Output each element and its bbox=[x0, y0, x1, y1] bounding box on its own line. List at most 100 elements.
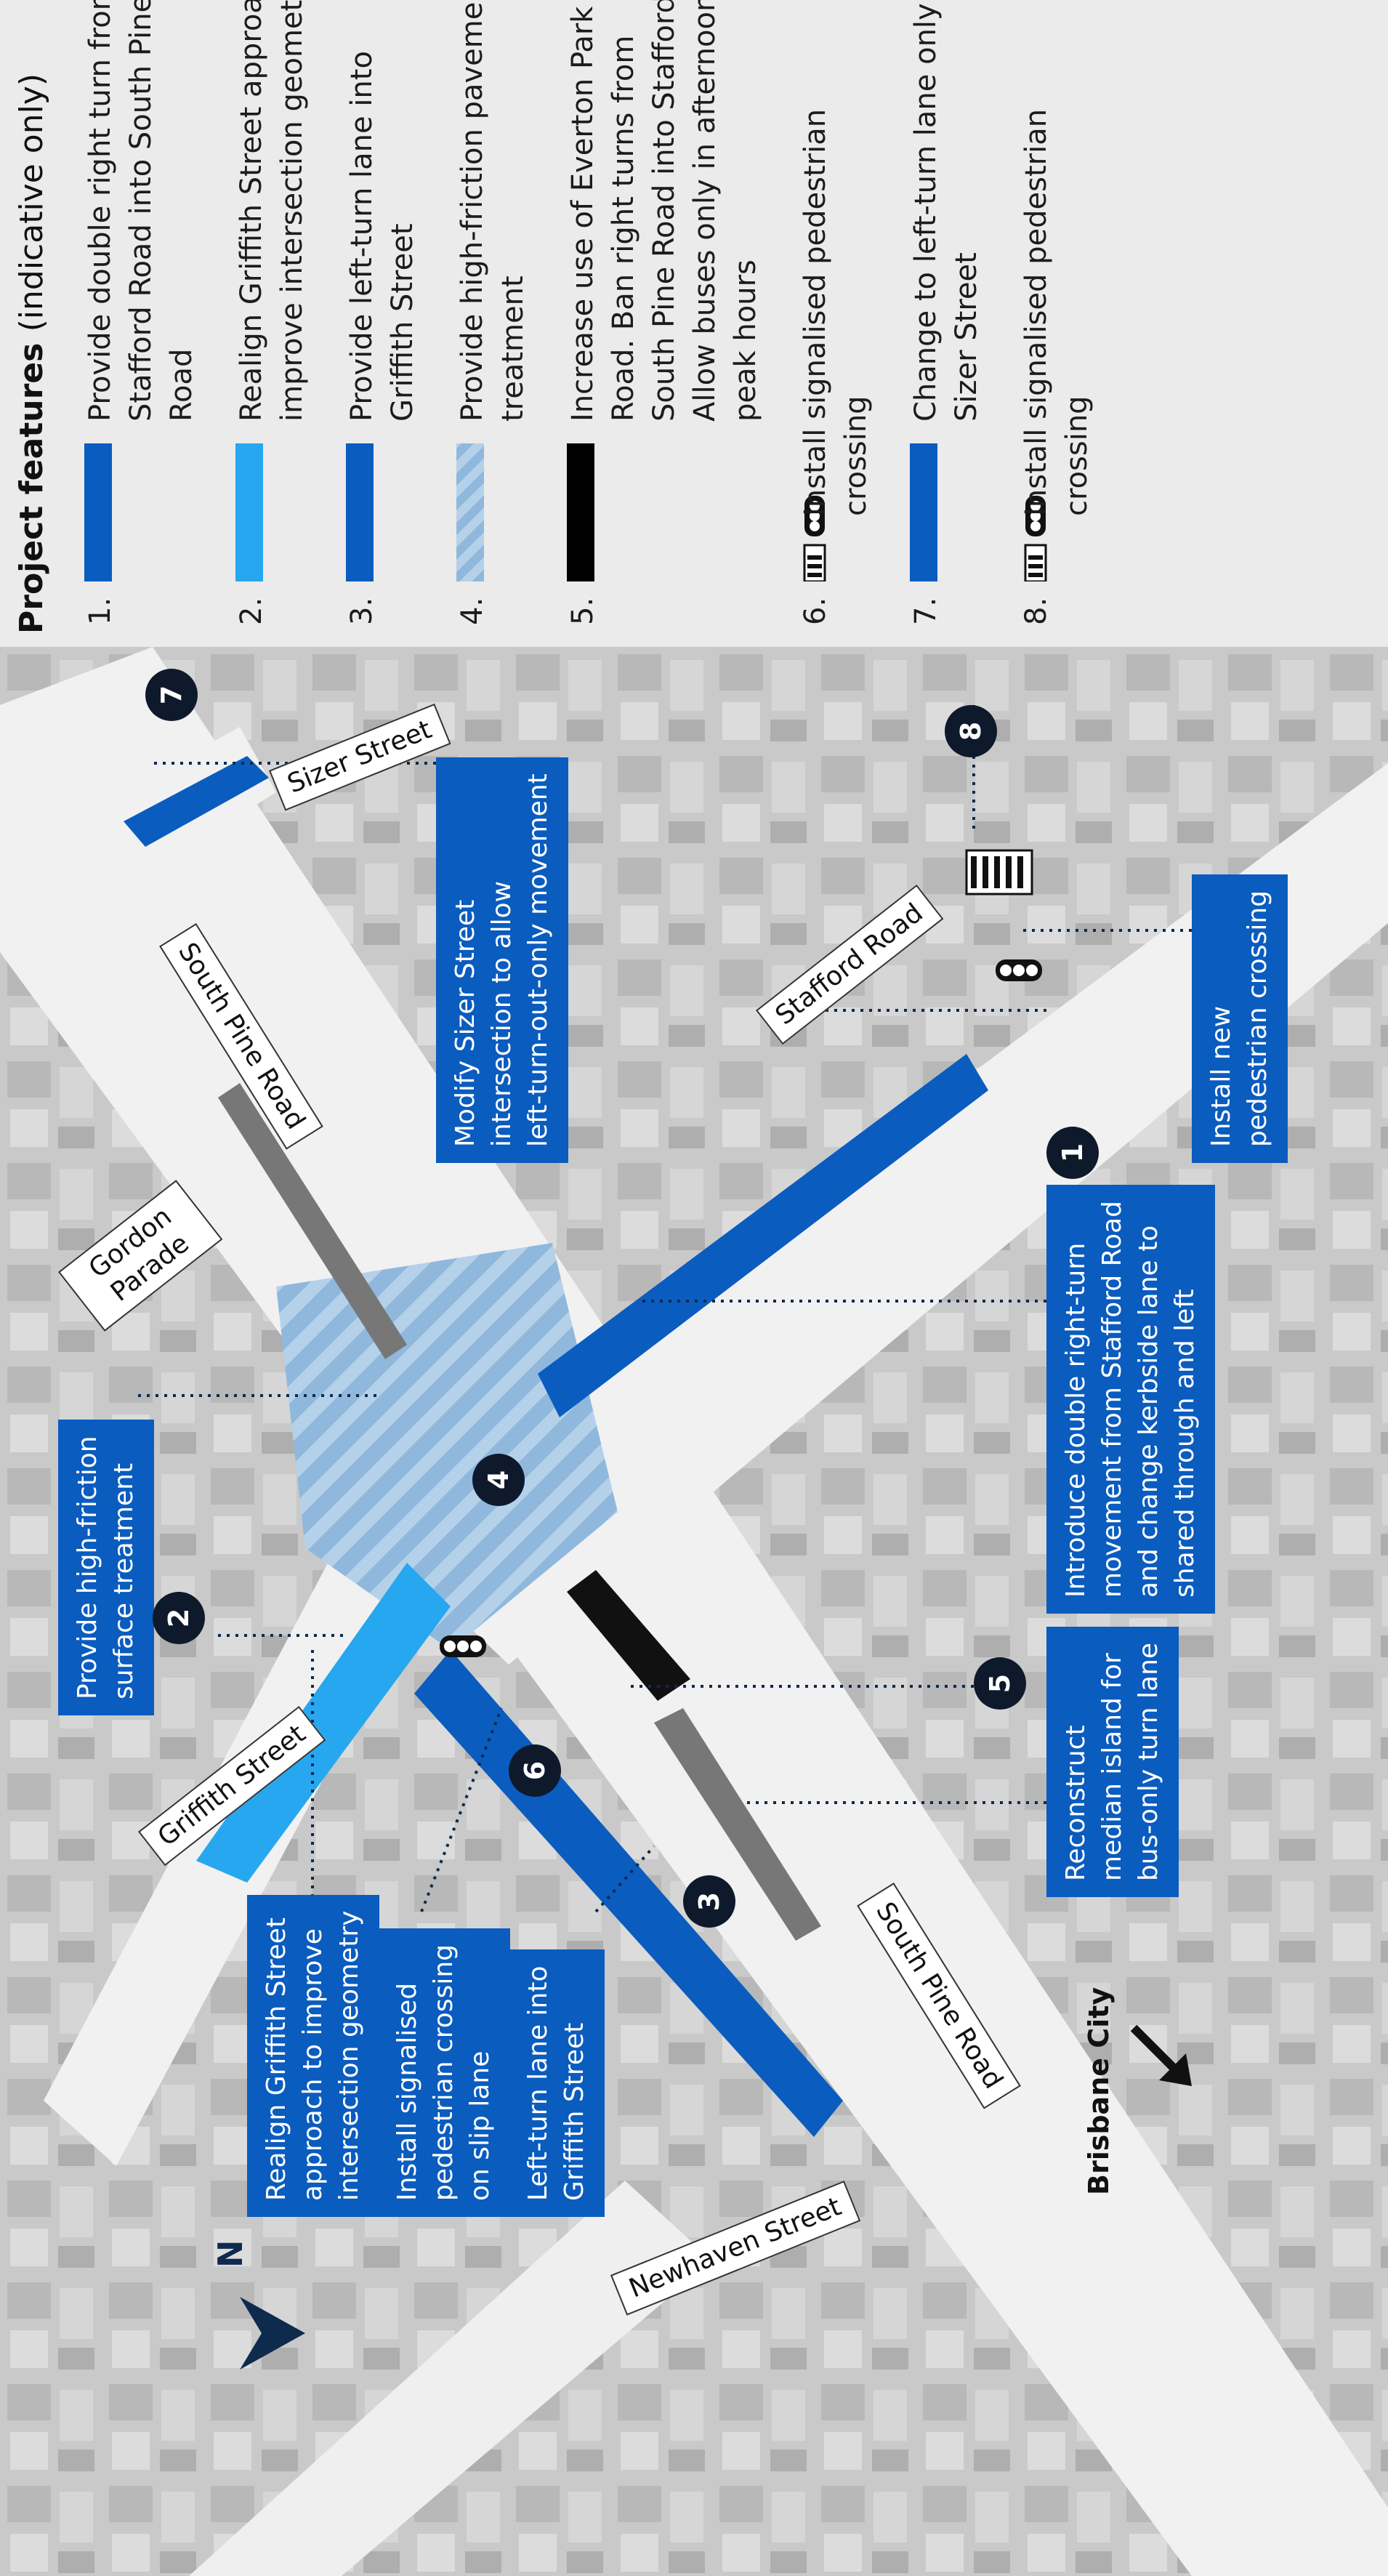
callout-double-right: Introduce double right-turn movement fro… bbox=[1046, 1184, 1215, 1614]
legend-item-line: Provide double right turn from bbox=[84, 0, 117, 422]
callout-line: approach to improve bbox=[298, 1928, 328, 2201]
legend-item-number: 6. bbox=[799, 597, 832, 625]
callout-line: Left-turn lane into bbox=[523, 1965, 553, 2201]
badge-label: 8 bbox=[954, 721, 987, 741]
griffith-realign-lane bbox=[196, 1563, 451, 1883]
aerial-map bbox=[0, 647, 1388, 2576]
legend-title-sub: (indicative only) bbox=[13, 73, 50, 332]
legend-item-number: 7. bbox=[909, 597, 943, 625]
legend-panel: Project features (indicative only) 1. Pro… bbox=[0, 0, 1388, 654]
north-arrow-icon bbox=[240, 2297, 305, 2370]
arrow-icon bbox=[1130, 2024, 1192, 2086]
newhaven-street bbox=[189, 2181, 712, 2576]
legend-item-number: 3. bbox=[345, 597, 379, 625]
badge-6: 6 bbox=[509, 1744, 561, 1797]
bus-only-lane bbox=[567, 1570, 690, 1701]
legend-item-line: Install signalised pedestrian bbox=[799, 108, 832, 516]
callout-line: movement from Stafford Road bbox=[1097, 1200, 1127, 1598]
legend-title: Project features (indicative only) bbox=[13, 73, 50, 634]
callout-line: Install signalised bbox=[392, 1982, 422, 2201]
callout-line: pedestrian crossing bbox=[1243, 890, 1272, 1147]
callout-line: on slip lane bbox=[465, 2050, 495, 2201]
callout-line: intersection to allow bbox=[487, 880, 517, 1147]
legend-item-number: 8. bbox=[1020, 597, 1053, 625]
callout-line: left-turn-out-only movement bbox=[523, 773, 553, 1147]
badge-label: 1 bbox=[1056, 1143, 1089, 1163]
legend-item-number: 5. bbox=[566, 597, 600, 625]
legend-item-line: improve intersection geometry bbox=[275, 0, 309, 422]
legend-swatch bbox=[456, 443, 484, 581]
legend-item-line: Road bbox=[165, 348, 198, 422]
legend-swatch bbox=[910, 443, 937, 581]
legend-item-line: Sizer Street bbox=[950, 252, 983, 422]
south-pine-road bbox=[0, 647, 1388, 2576]
callout-line: and change kerbside lane to bbox=[1134, 1225, 1163, 1598]
legend-item-number: 1. bbox=[84, 597, 117, 625]
legend-item-line: South Pine Road into Stafford Road. bbox=[647, 0, 681, 422]
legend-item-line: Install signalised pedestrian bbox=[1020, 108, 1053, 516]
stafford-road bbox=[363, 763, 1388, 1665]
callout-line: bus-only turn lane bbox=[1134, 1642, 1163, 1881]
legend-item-line: Change to left-turn lane only at bbox=[909, 0, 943, 422]
badge-5: 5 bbox=[974, 1657, 1026, 1710]
zebra-crossing-icon bbox=[965, 849, 1033, 895]
callout-line: Griffith Street bbox=[560, 2022, 589, 2201]
legend-item-line: crossing bbox=[1060, 395, 1094, 516]
legend-swatch bbox=[235, 443, 263, 581]
callout-line: Modify Sizer Street bbox=[451, 899, 480, 1147]
legend-title-main: Project features bbox=[13, 342, 50, 634]
legend-swatch bbox=[567, 443, 594, 581]
traffic-signal-icon bbox=[799, 494, 828, 583]
legend-item-line: Provide high-friction pavement bbox=[456, 0, 489, 422]
badge-4: 4 bbox=[472, 1454, 525, 1506]
callout-modify-sizer: Modify Sizer Street intersection to allo… bbox=[436, 757, 568, 1163]
callout-line: Realign Griffith Street bbox=[262, 1917, 291, 2201]
callout-slip-lane-crossing: Install signalised pedestrian crossing o… bbox=[378, 1928, 510, 2217]
stafford-double-right-lane bbox=[538, 1054, 988, 1417]
badge-label: 6 bbox=[518, 1760, 551, 1781]
badge-1: 1 bbox=[1046, 1127, 1099, 1179]
callout-line: intersection geometry bbox=[334, 1910, 364, 2201]
legend-item-line: Provide left-turn lane into bbox=[345, 51, 379, 422]
callout-line: Reconstruct bbox=[1061, 1725, 1091, 1881]
callout-line: median island for bbox=[1097, 1653, 1127, 1881]
legend-item-number: 4. bbox=[456, 597, 489, 625]
badge-8: 8 bbox=[945, 705, 997, 757]
callout-line: Provide high-friction bbox=[73, 1436, 102, 1699]
callout-line: shared through and left bbox=[1170, 1289, 1200, 1598]
north-label: N bbox=[211, 2239, 250, 2269]
sizer-left-turn-lane bbox=[124, 756, 269, 847]
callout-left-turn-griffith: Left-turn lane into Griffith Street bbox=[509, 1949, 605, 2217]
legend-item-line: Realign Griffith Street approach to bbox=[235, 0, 268, 422]
legend-item-line: Stafford Road into South Pine bbox=[124, 0, 158, 422]
map-area: Sizer Street South Pine Road Stafford Ro… bbox=[0, 647, 1388, 2576]
badge-label: 2 bbox=[162, 1608, 195, 1628]
legend-item-line: crossing bbox=[839, 395, 873, 516]
callout-line: Install new bbox=[1206, 1005, 1236, 1147]
traffic-signal-icon bbox=[996, 959, 1042, 981]
median-island-2 bbox=[654, 1708, 821, 1941]
legend-item-line: Road. Ban right turns from bbox=[607, 35, 640, 422]
direction-label: Brisbane City bbox=[1083, 1987, 1115, 2195]
badge-3: 3 bbox=[683, 1875, 735, 1928]
legend-item-line: treatment bbox=[496, 275, 530, 422]
badge-7: 7 bbox=[145, 669, 198, 721]
callout-new-ped-crossing: Install new pedestrian crossing bbox=[1192, 874, 1288, 1163]
callout-median-island: Reconstruct median island for bus-only t… bbox=[1046, 1626, 1179, 1897]
badge-label: 4 bbox=[482, 1470, 515, 1490]
callout-line: surface treatment bbox=[109, 1462, 139, 1699]
badge-label: 7 bbox=[155, 685, 187, 705]
median-island bbox=[218, 1083, 407, 1359]
legend-item-line: peak hours bbox=[729, 259, 762, 422]
high-friction-treatment bbox=[276, 1243, 618, 1650]
legend-swatch bbox=[84, 443, 112, 581]
badge-2: 2 bbox=[153, 1592, 205, 1644]
callout-realign-griffith: Realign Griffith Street approach to impr… bbox=[247, 1894, 379, 2217]
